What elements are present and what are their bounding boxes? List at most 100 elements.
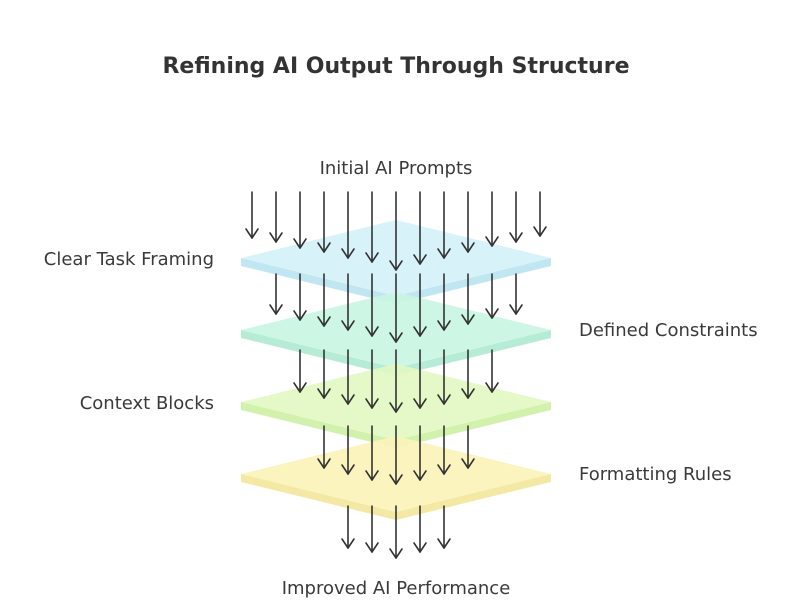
arrow-3-0 bbox=[317, 425, 331, 469]
arrow-2-5 bbox=[413, 349, 427, 409]
arrow-head bbox=[245, 228, 259, 239]
arrow-0-12 bbox=[533, 191, 547, 237]
diagram-title: Refining AI Output Through Structure bbox=[162, 54, 630, 79]
arrow-1-7 bbox=[437, 273, 451, 331]
arrow-2-7 bbox=[461, 349, 475, 399]
arrow-4-3 bbox=[413, 505, 427, 553]
arrow-0-1 bbox=[269, 191, 283, 243]
arrow-head bbox=[389, 474, 403, 485]
arrow-head bbox=[365, 326, 379, 337]
arrow-head bbox=[533, 226, 547, 237]
arrow-head bbox=[317, 388, 331, 399]
arrow-head bbox=[509, 232, 523, 243]
arrow-head bbox=[413, 326, 427, 337]
arrow-head bbox=[485, 308, 499, 319]
layer-label-context-blocks: Context Blocks bbox=[79, 393, 214, 414]
arrow-4-4 bbox=[437, 505, 451, 549]
arrow-head bbox=[341, 248, 355, 259]
layer-label-formatting-rules: Formatting Rules bbox=[579, 464, 732, 485]
arrow-head bbox=[437, 464, 451, 475]
arrow-1-1 bbox=[293, 273, 307, 321]
arrow-head bbox=[413, 254, 427, 265]
layer-side-1 bbox=[241, 330, 551, 376]
arrow-0-8 bbox=[437, 191, 451, 259]
arrow-3-3 bbox=[389, 425, 403, 485]
arrow-1-3 bbox=[341, 273, 355, 331]
arrow-0-10 bbox=[485, 191, 499, 247]
layer-side-0 bbox=[241, 258, 551, 304]
arrow-0-11 bbox=[509, 191, 523, 243]
arrow-head bbox=[365, 398, 379, 409]
arrow-3-4 bbox=[413, 425, 427, 481]
arrow-2-6 bbox=[437, 349, 451, 405]
arrow-head bbox=[461, 314, 475, 325]
arrow-head bbox=[389, 332, 403, 343]
arrow-2-1 bbox=[317, 349, 331, 399]
arrow-2-4 bbox=[389, 349, 403, 413]
layer-side-3 bbox=[241, 474, 551, 520]
arrow-head bbox=[437, 394, 451, 405]
arrow-3-1 bbox=[341, 425, 355, 475]
arrow-head bbox=[317, 458, 331, 469]
arrow-head bbox=[437, 538, 451, 549]
arrow-head bbox=[341, 538, 355, 549]
arrow-2-8 bbox=[485, 349, 499, 393]
arrow-head bbox=[293, 310, 307, 321]
arrow-0-7 bbox=[413, 191, 427, 265]
arrow-1-5 bbox=[389, 273, 403, 343]
arrow-head bbox=[341, 394, 355, 405]
arrow-1-6 bbox=[413, 273, 427, 337]
arrow-1-10 bbox=[509, 273, 523, 315]
arrow-head bbox=[317, 242, 331, 253]
arrow-head bbox=[293, 238, 307, 249]
arrow-head bbox=[413, 398, 427, 409]
arrow-head bbox=[485, 382, 499, 393]
arrow-3-2 bbox=[365, 425, 379, 481]
arrow-head bbox=[389, 260, 403, 271]
arrow-2-3 bbox=[365, 349, 379, 409]
arrow-4-1 bbox=[365, 505, 379, 553]
arrow-1-4 bbox=[365, 273, 379, 337]
arrow-head bbox=[461, 388, 475, 399]
arrow-head bbox=[461, 242, 475, 253]
arrow-0-0 bbox=[245, 191, 259, 239]
arrow-1-2 bbox=[317, 273, 331, 327]
arrows-group bbox=[245, 191, 547, 559]
layer-side-2 bbox=[241, 402, 551, 448]
arrow-0-9 bbox=[461, 191, 475, 253]
input-label: Initial AI Prompts bbox=[319, 158, 473, 179]
arrow-head bbox=[341, 320, 355, 331]
arrow-head bbox=[437, 248, 451, 259]
arrow-3-5 bbox=[437, 425, 451, 475]
arrow-1-0 bbox=[269, 273, 283, 315]
arrow-2-0 bbox=[293, 349, 307, 393]
arrow-head bbox=[461, 458, 475, 469]
arrow-head bbox=[365, 252, 379, 263]
arrow-0-6 bbox=[389, 191, 403, 271]
arrow-head bbox=[269, 304, 283, 315]
arrow-head bbox=[413, 470, 427, 481]
arrow-0-5 bbox=[365, 191, 379, 263]
arrow-0-4 bbox=[341, 191, 355, 259]
arrow-head bbox=[317, 316, 331, 327]
arrow-3-6 bbox=[461, 425, 475, 469]
arrow-1-8 bbox=[461, 273, 475, 325]
arrow-0-2 bbox=[293, 191, 307, 249]
arrow-head bbox=[413, 542, 427, 553]
arrow-head bbox=[437, 320, 451, 331]
arrow-head bbox=[293, 382, 307, 393]
arrow-0-3 bbox=[317, 191, 331, 253]
arrow-head bbox=[269, 232, 283, 243]
layer-label-defined-constraints: Defined Constraints bbox=[579, 320, 758, 341]
arrow-head bbox=[365, 470, 379, 481]
output-label: Improved AI Performance bbox=[281, 578, 511, 599]
arrow-1-9 bbox=[485, 273, 499, 319]
arrow-4-0 bbox=[341, 505, 355, 549]
arrow-head bbox=[389, 402, 403, 413]
arrow-head bbox=[509, 304, 523, 315]
arrow-head bbox=[389, 548, 403, 559]
arrow-head bbox=[485, 236, 499, 247]
arrow-4-2 bbox=[389, 505, 403, 559]
arrow-head bbox=[341, 464, 355, 475]
